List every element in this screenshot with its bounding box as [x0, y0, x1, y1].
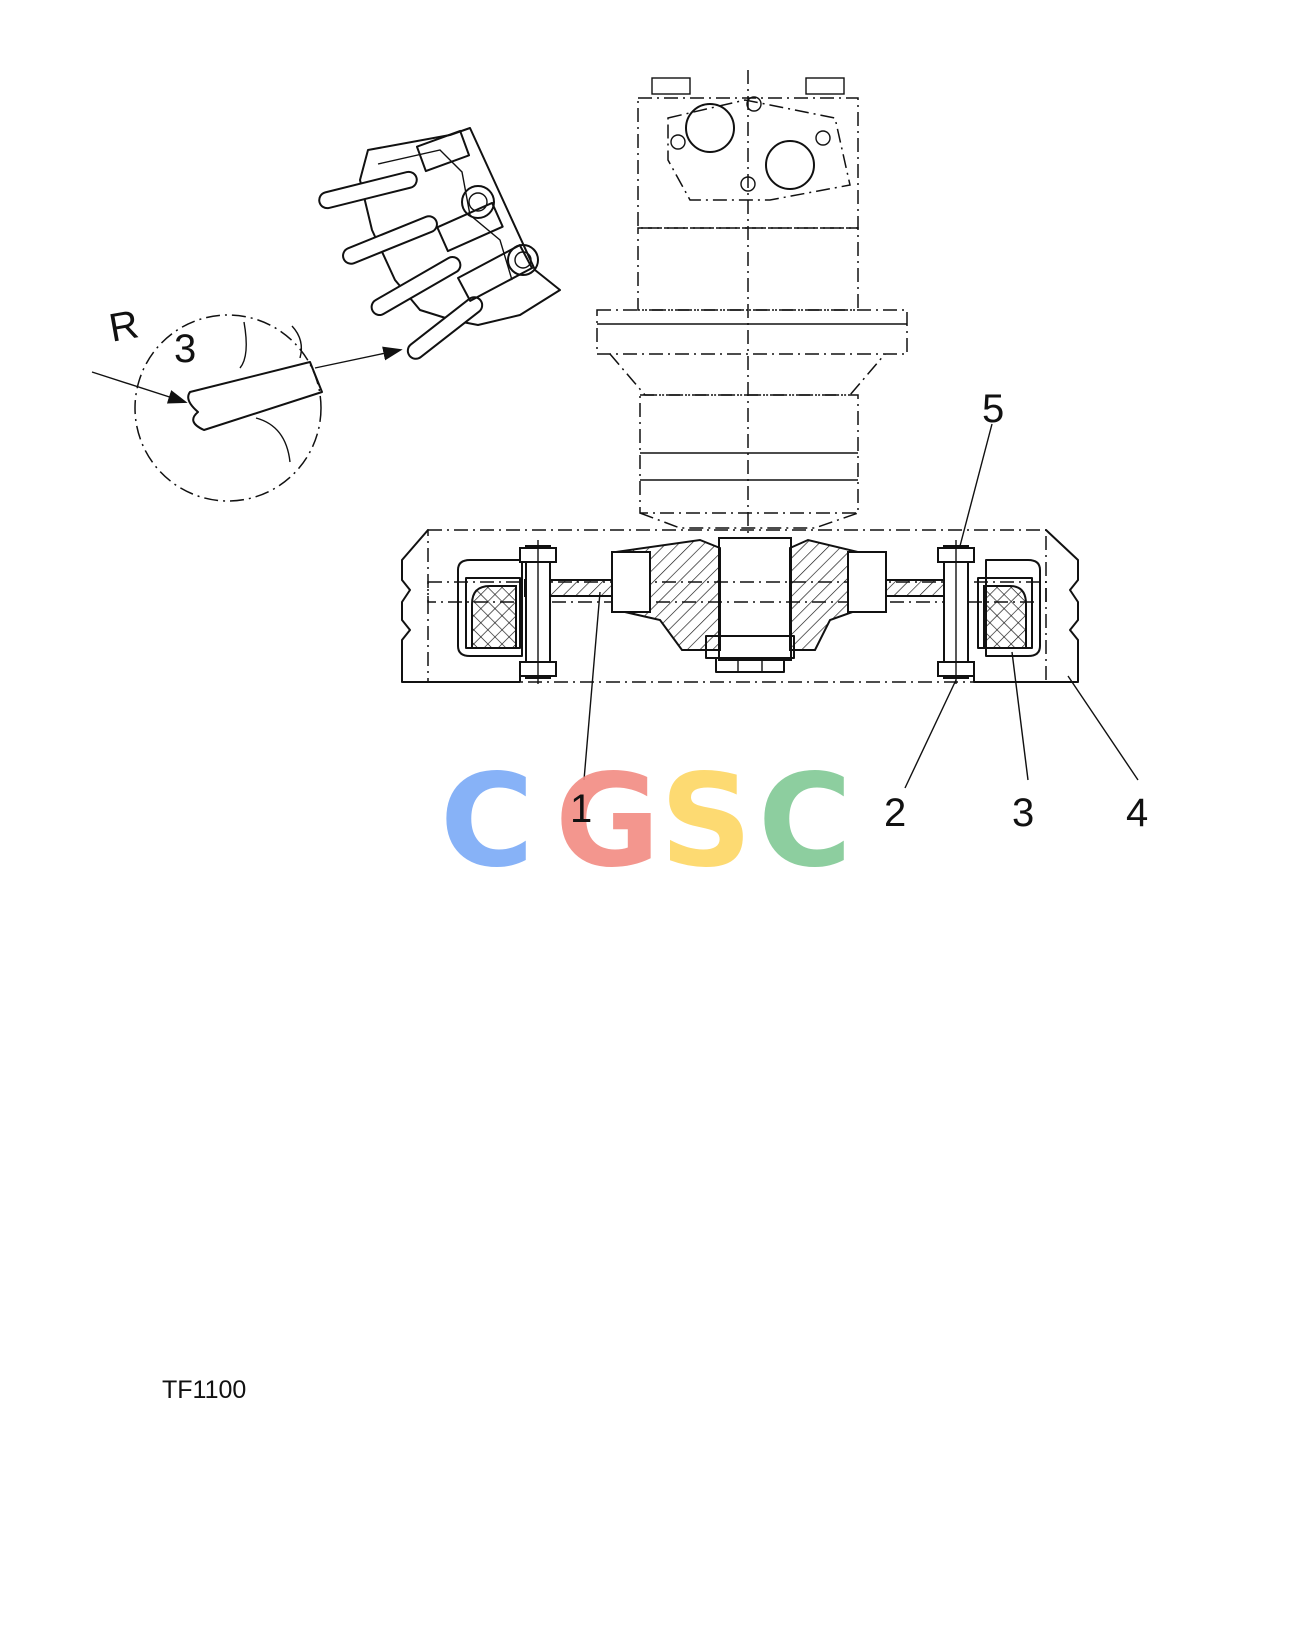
pin-4 [406, 296, 484, 360]
callout-r: R [106, 302, 142, 350]
sprocket-wheel [427, 529, 1047, 683]
left-track-assembly [401, 529, 557, 684]
watermark-letter: G [555, 747, 660, 896]
watermark-logo: C G S C [440, 747, 852, 896]
track-pin-detail [318, 127, 561, 360]
callout-5: 5 [982, 387, 1004, 431]
right-track-assembly [937, 529, 1079, 684]
magnified-detail [91, 314, 403, 502]
pin-3 [370, 256, 462, 316]
watermark-letter: C [440, 747, 534, 896]
pin-2 [342, 215, 438, 265]
callout-detail-3: 3 [174, 327, 196, 371]
callout-2: 2 [884, 791, 906, 835]
callout-4: 4 [1126, 791, 1148, 835]
callout-1: 1 [570, 787, 592, 831]
callout-3: 3 [1012, 791, 1034, 835]
drive-motor [596, 70, 908, 540]
pin-1 [318, 170, 418, 210]
sprocket-hub [615, 537, 859, 673]
figure-code: TF1100 [162, 1376, 247, 1404]
watermark-letter: S [660, 747, 752, 896]
watermark-letter: C [758, 747, 852, 896]
leader-lines [583, 423, 1139, 789]
